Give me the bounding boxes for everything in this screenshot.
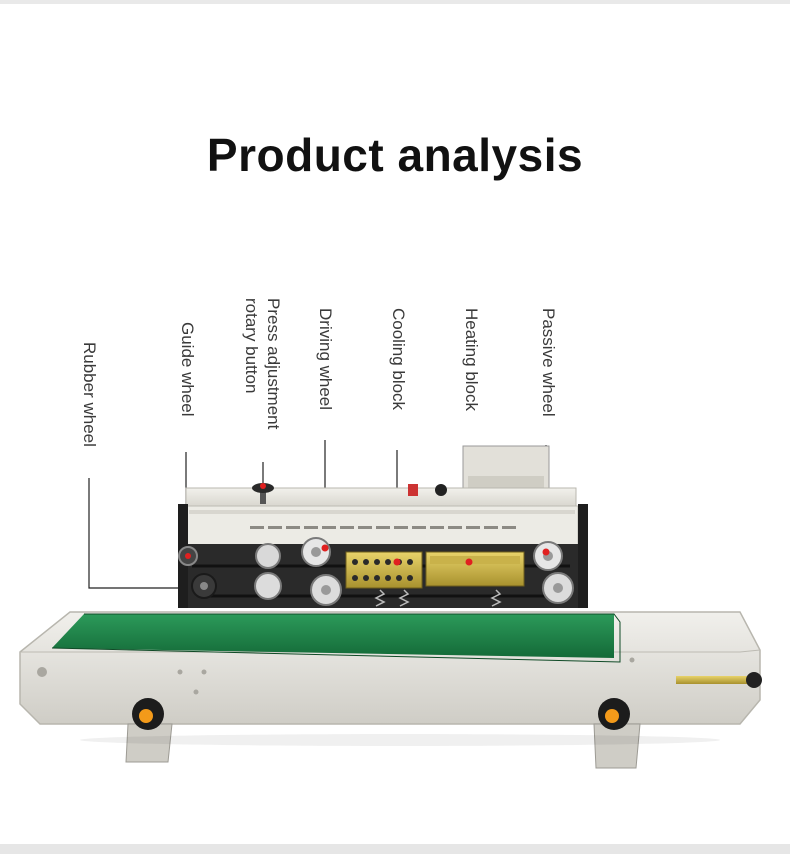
leader-rubber-wheel bbox=[88, 478, 202, 589]
label-heating-block: Heating block bbox=[462, 308, 481, 412]
label-passive-wheel: Passive wheel bbox=[539, 308, 558, 417]
right-height-knob-icon bbox=[598, 698, 630, 730]
conveyor-belt bbox=[52, 614, 614, 658]
heating-block-icon bbox=[425, 551, 525, 587]
label-cooling-block: Cooling block bbox=[389, 308, 408, 411]
conveyor-adjust-rod bbox=[676, 676, 752, 684]
right-knob-icon bbox=[746, 672, 762, 688]
bottom-band bbox=[0, 844, 790, 854]
machine-top-cover bbox=[185, 487, 577, 509]
driving-wheel-icon bbox=[255, 537, 331, 569]
passive-wheel-icon bbox=[533, 541, 563, 571]
cooling-block-icon bbox=[345, 551, 423, 589]
springs bbox=[374, 589, 502, 607]
lower-wheel-icon bbox=[254, 572, 282, 600]
right-foot bbox=[593, 723, 641, 769]
label-guide-wheel: Guide wheel bbox=[178, 322, 197, 417]
label-driving-wheel: Driving wheel bbox=[316, 308, 335, 411]
top-band bbox=[0, 0, 790, 4]
temperature-knob-icon bbox=[435, 484, 447, 496]
vent-slots bbox=[250, 526, 516, 529]
page-title: Product analysis bbox=[206, 129, 584, 181]
label-rubber-wheel: Rubber wheel bbox=[80, 342, 99, 447]
label-press-adjustment: Press adjustment rotary button bbox=[242, 298, 283, 430]
left-height-knob-icon bbox=[132, 698, 164, 730]
rubber-wheel-icon bbox=[191, 573, 217, 599]
power-switch-icon bbox=[408, 484, 418, 496]
